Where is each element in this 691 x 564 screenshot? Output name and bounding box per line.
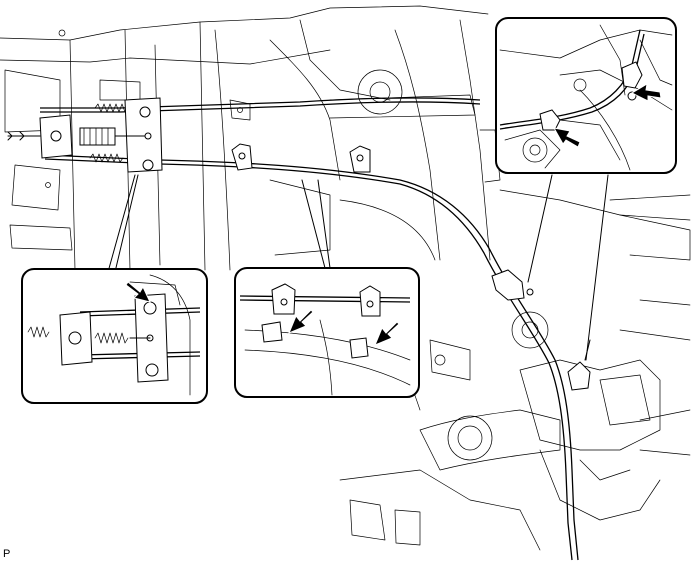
arrow-center-inset-1	[288, 309, 314, 334]
arrow-rear-inset-1	[630, 83, 662, 102]
inset-rear-bracket	[495, 17, 677, 174]
inset-left-equalizer	[21, 268, 208, 404]
leader-lines	[107, 174, 609, 361]
arrow-rear-inset-2	[553, 127, 581, 148]
parking-brake-cables	[7, 97, 591, 561]
figure-code-label: P	[3, 548, 11, 560]
arrow-left-inset-1	[125, 281, 151, 303]
arrow-center-inset-2	[374, 321, 400, 346]
inset-center-clamps	[234, 267, 420, 398]
